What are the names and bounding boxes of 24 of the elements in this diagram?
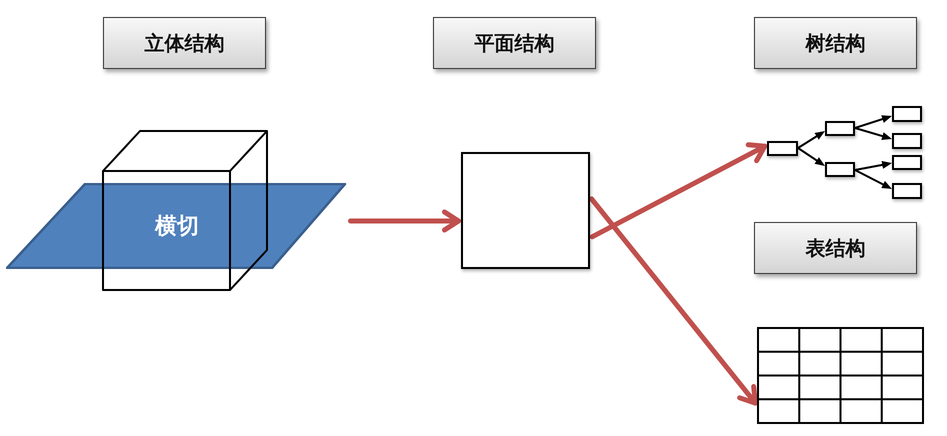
heading-box: 立体结构 — [103, 17, 266, 69]
heading-box: 表结构 — [754, 222, 917, 274]
tree-box — [892, 106, 922, 122]
arrow — [854, 169, 892, 189]
slice-plane — [6, 183, 348, 269]
arrow — [854, 115, 892, 129]
arrow — [589, 196, 758, 406]
table-grid — [757, 327, 924, 424]
arrow — [348, 210, 461, 232]
arrow — [797, 147, 825, 166]
square-outline — [461, 152, 590, 269]
heading-box: 树结构 — [754, 17, 917, 69]
tree-box — [767, 141, 798, 156]
heading-box: 平面结构 — [433, 17, 596, 69]
tree-box — [825, 162, 855, 177]
tree-box — [892, 183, 922, 199]
tree-box — [892, 155, 922, 170]
arrow — [797, 131, 826, 149]
arrow — [590, 142, 768, 240]
arrow — [854, 160, 892, 171]
tree-box — [825, 121, 855, 136]
slice-label: 横切 — [155, 213, 199, 241]
tree-box — [892, 133, 922, 149]
arrow — [854, 127, 892, 140]
